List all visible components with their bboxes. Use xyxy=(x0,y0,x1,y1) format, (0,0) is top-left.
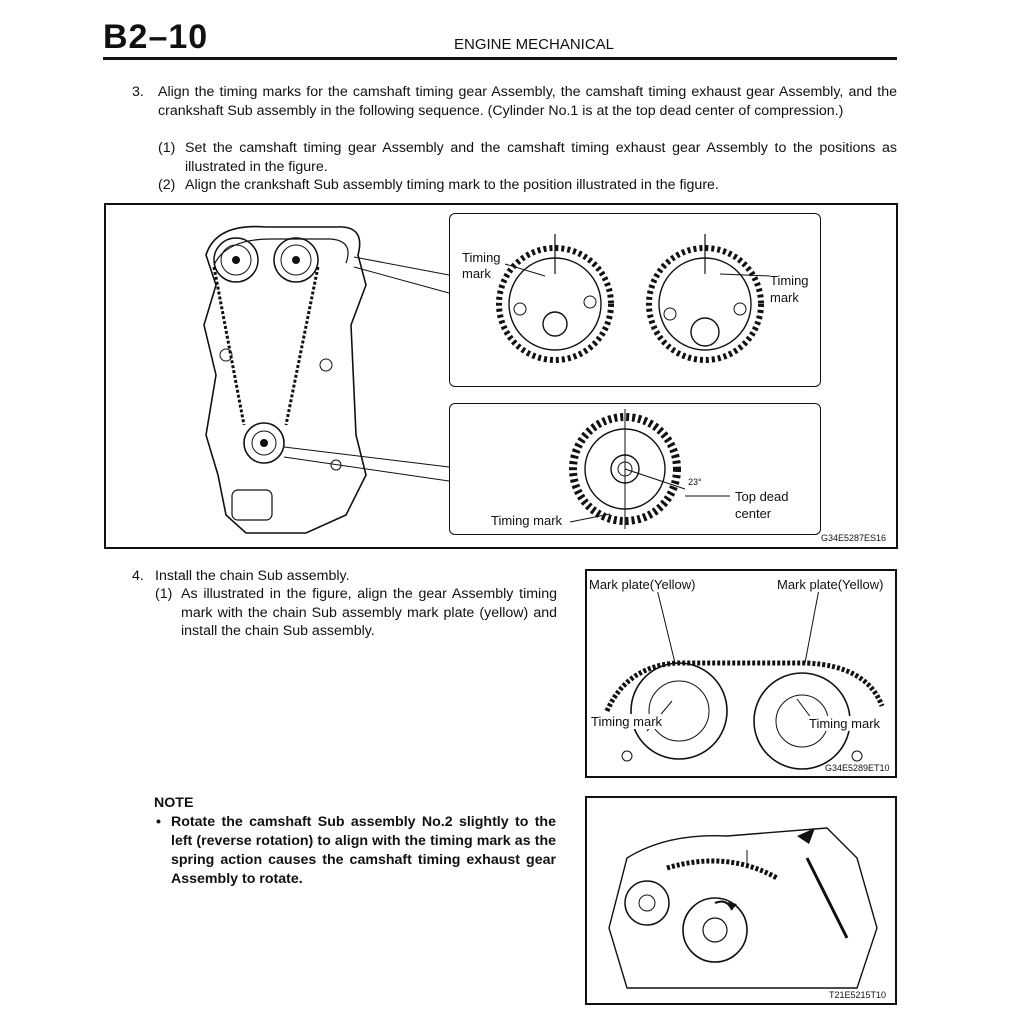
step3-number: 3. xyxy=(132,84,144,100)
figure3-code: T21E5215T10 xyxy=(829,990,887,1000)
timing-mark-label-left: Timing mark xyxy=(462,250,501,281)
figure2-code: G34E5289ET10 xyxy=(825,763,890,773)
section-title: ENGINE MECHANICAL xyxy=(454,36,615,53)
camshaft-gears-inset: Timing mark Timing mark xyxy=(449,213,821,387)
figure-camshaft-rotation: T21E5215T10 xyxy=(585,796,897,1005)
step4-number: 4. xyxy=(132,568,144,584)
page-code: B2–10 xyxy=(103,18,209,56)
step3-sub2-text: Align the crankshaft Sub assembly timing… xyxy=(185,177,719,193)
figure1-code: G34E5287ES16 xyxy=(821,533,887,543)
step3-sub1-number: (1) xyxy=(158,140,176,156)
step3-sub2-number: (2) xyxy=(158,177,176,193)
engine-front-illustration xyxy=(203,225,367,534)
figure-chain-mark-plates: Mark plate(Yellow) Mark plate(Yellow) Ti… xyxy=(585,569,897,778)
figure1-leader-lines xyxy=(283,256,450,482)
figure-timing-alignment: Timing mark Timing mark 23° Top dead cen… xyxy=(104,203,898,549)
camshaft-gears-illustration xyxy=(496,234,771,363)
timing-mark-label-right-fig2: Timing mark xyxy=(809,716,881,731)
mark-plate-label-left: Mark plate(Yellow) xyxy=(589,577,696,592)
note-title: NOTE xyxy=(154,795,194,811)
mark-plate-label-right: Mark plate(Yellow) xyxy=(777,577,884,592)
step3-text: Align the timing marks for the camshaft … xyxy=(158,84,897,119)
timing-mark-label-left-fig2: Timing mark xyxy=(591,714,663,729)
tdc-label: Top dead center xyxy=(735,488,789,522)
tdc-label-line2: center xyxy=(735,506,772,521)
step4-text: Install the chain Sub assembly. xyxy=(155,568,350,584)
chain-gears-illustration xyxy=(604,588,885,770)
timing-mark-label-right: Timing mark xyxy=(770,273,809,305)
step4-sub1-text: As illustrated in the figure, align the … xyxy=(181,586,557,639)
note-bullet: • xyxy=(156,814,161,830)
tdc-label-line1: Top dead xyxy=(735,489,789,504)
crankshaft-gear-inset: 23° Top dead center Timing mark xyxy=(449,403,821,535)
camshaft-rotation-illustration xyxy=(608,827,878,989)
header-rule xyxy=(103,57,897,60)
note-text: Rotate the camshaft Sub assembly No.2 sl… xyxy=(171,814,556,887)
step3-sub1-text: Set the camshaft timing gear Assembly an… xyxy=(185,140,897,175)
crankshaft-gear-illustration xyxy=(569,409,730,529)
timing-mark-label-crank: Timing mark xyxy=(491,513,563,528)
angle-label: 23° xyxy=(688,477,702,487)
step4-sub1-number: (1) xyxy=(155,586,173,602)
